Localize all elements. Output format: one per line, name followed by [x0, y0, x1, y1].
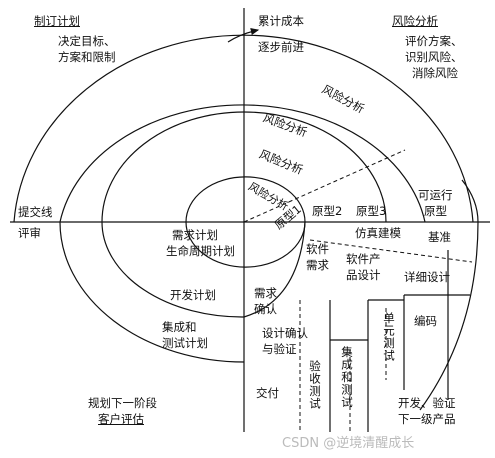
spiral-ring-4 — [13, 34, 474, 223]
integration-plan-line-1: 集成和 — [162, 320, 197, 334]
design-verify-line-2: 与验证 — [262, 342, 297, 356]
unit-test-label: 单元测试 — [382, 312, 396, 362]
spiral-ring-1 — [185, 176, 306, 268]
product-design-line-2: 品设计 — [346, 268, 381, 282]
req-plan-line-1: 需求计划 — [172, 228, 218, 242]
progress-label: 逐步前进 — [258, 40, 304, 54]
spiral-outer-arc — [419, 179, 479, 411]
coding-label: 编码 — [414, 314, 437, 328]
design-verify-line-1: 设计确认 — [262, 326, 308, 340]
review-line-2: 客户评估 — [98, 412, 144, 426]
simulation-label: 仿真建模 — [355, 226, 401, 240]
plan-line-1: 决定目标、 — [58, 34, 116, 48]
submit-line-label: 提交线 — [18, 205, 53, 219]
integration-plan-line-2: 测试计划 — [162, 336, 208, 350]
runnable-prototype-label: 原型 — [424, 204, 447, 218]
delivery-label: 交付 — [256, 386, 279, 400]
cumulative-cost-label: 累计成本 — [258, 14, 304, 28]
risk-line-2: 识别风险、 — [405, 50, 463, 64]
integration-test-label: 集成和测试 — [340, 346, 354, 409]
spiral-ring-3 — [59, 104, 426, 363]
software-req-line-2: 需求 — [306, 258, 329, 272]
req-confirm-line-1: 需求 — [254, 286, 277, 300]
develop-verify-line-1: 开发、验证 — [398, 396, 456, 410]
review-line-1: 规划下一阶段 — [88, 396, 157, 410]
acceptance-test-label: 验收测试 — [308, 360, 322, 410]
dashed-ray-down — [309, 239, 473, 263]
prototype-3-label: 原型3 — [356, 204, 387, 218]
watermark: CSDN @逆境清醒成长 — [282, 436, 415, 451]
plan-line-2: 方案和限制 — [58, 50, 116, 64]
software-req-line-1: 软件 — [306, 242, 329, 256]
plan-title: 制订计划 — [34, 14, 80, 28]
dashed-ray-up — [243, 149, 406, 223]
dev-plan-label: 开发计划 — [170, 288, 216, 302]
risk-line-3: 消除风险 — [412, 66, 458, 80]
req-confirm-line-2: 确认 — [254, 302, 277, 316]
develop-verify-line-2: 下一级产品 — [398, 412, 456, 426]
product-design-line-1: 软件产 — [346, 252, 381, 266]
spiral-ring-2 — [101, 111, 387, 318]
runnable-label: 可运行 — [418, 188, 453, 202]
prototype-2-label: 原型2 — [312, 204, 343, 218]
detail-design-label: 详细设计 — [404, 270, 450, 284]
benchmark-label: 基准 — [428, 230, 451, 244]
risk-title: 风险分析 — [392, 14, 438, 28]
risk-line-1: 评价方案、 — [405, 34, 463, 48]
req-plan-line-2: 生命周期计划 — [166, 244, 235, 258]
review-axis-label: 评审 — [18, 226, 41, 240]
